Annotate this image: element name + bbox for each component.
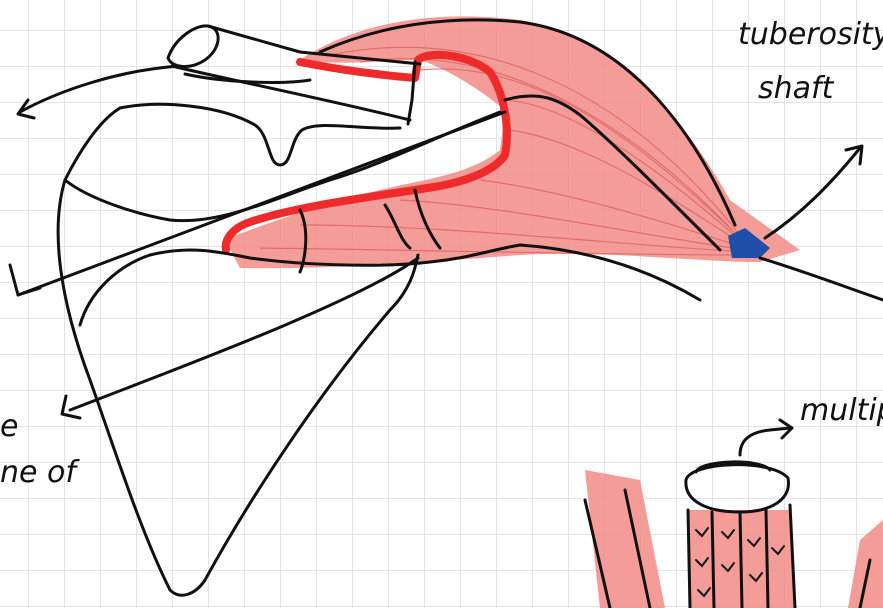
humerus-shaft-line xyxy=(760,258,883,300)
coracoid-process xyxy=(185,74,310,82)
scapula-lateral-border xyxy=(205,255,418,580)
clavicle-end xyxy=(168,26,218,67)
label-tuberosity: tuberosity xyxy=(738,17,883,52)
arrow-lower-left xyxy=(70,258,418,410)
label-left-fragment-2: ne of xyxy=(0,455,80,490)
scapula-superior-border xyxy=(120,104,400,165)
multifidus-arrow xyxy=(740,428,790,455)
multifidus-sketch xyxy=(585,420,883,608)
acromion-tip xyxy=(408,62,415,124)
label-multifidus: multip xyxy=(800,393,883,428)
label-shaft: shaft xyxy=(758,71,835,106)
label-left-fragment-1: e xyxy=(0,409,18,444)
scapula-medial-border xyxy=(58,108,205,595)
pointer-line-diagonal-head xyxy=(10,265,40,295)
arrow-to-tuberosity xyxy=(765,148,860,238)
